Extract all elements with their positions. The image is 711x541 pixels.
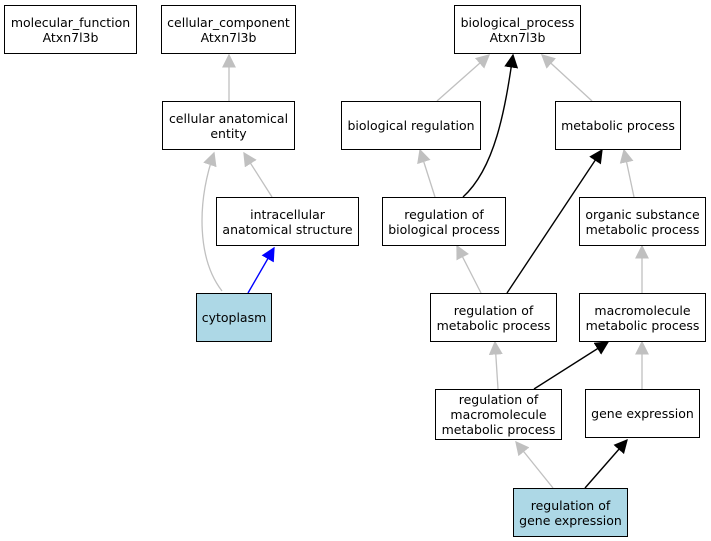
edge-rge-to-gene-expression xyxy=(584,438,628,489)
edge-metabolic-to-bp xyxy=(540,54,593,102)
edge-regmp-to-regbp xyxy=(456,244,482,294)
edge-organic-to-metabolic xyxy=(619,148,635,198)
node-label: metabolic process xyxy=(585,317,700,333)
node-metabolic-process[interactable]: metabolic process xyxy=(555,101,681,150)
edge-regmmp-to-regmp xyxy=(488,340,503,390)
node-label: metabolic process xyxy=(585,221,700,237)
node-label: gene expression xyxy=(519,512,622,528)
node-label: metabolic process xyxy=(436,317,551,333)
node-label: gene expression xyxy=(591,406,694,421)
edge-regmp-to-metabolic xyxy=(506,148,603,294)
node-molecular-function[interactable]: molecular_function Atxn7l3b xyxy=(4,5,137,54)
node-label: metabolic process xyxy=(441,422,556,437)
edge-regmmp-to-macromolecule xyxy=(533,341,610,390)
node-label: entity xyxy=(210,125,247,141)
node-cellular-component[interactable]: cellular_component Atxn7l3b xyxy=(161,5,296,54)
edge-cytoplasm-to-intracellular xyxy=(247,246,275,294)
node-intracellular-anatomical-structure[interactable]: intracellular anatomical structure xyxy=(216,197,359,246)
node-label: cellular_component xyxy=(167,14,290,30)
node-cellular-anatomical-entity[interactable]: cellular anatomical entity xyxy=(162,101,295,150)
edge-bioreg-to-bp xyxy=(436,54,491,102)
node-regulation-of-gene-expression[interactable]: regulation of gene expression xyxy=(513,488,628,537)
node-label: regulation of xyxy=(404,206,484,222)
node-label: biological process xyxy=(388,221,500,237)
node-label: regulation of xyxy=(530,497,611,513)
node-label: Atxn7l3b xyxy=(42,29,99,45)
node-label: macromolecule xyxy=(450,407,547,422)
edge-regbp-to-bp xyxy=(462,53,519,198)
node-regulation-of-metabolic-process[interactable]: regulation of metabolic process xyxy=(430,293,557,342)
node-label: regulation of xyxy=(453,302,534,318)
node-macromolecule-metabolic-process[interactable]: macromolecule metabolic process xyxy=(579,293,706,342)
node-label: biological regulation xyxy=(347,118,475,133)
node-label: macromolecule xyxy=(594,302,691,318)
node-label: Atxn7l3b xyxy=(200,29,257,45)
node-label: regulation of xyxy=(458,392,539,407)
node-gene-expression[interactable]: gene expression xyxy=(585,389,700,438)
node-cytoplasm[interactable]: cytoplasm xyxy=(196,293,272,342)
node-label: biological_process xyxy=(460,14,575,30)
node-label: metabolic process xyxy=(561,118,675,133)
node-label: intracellular xyxy=(250,206,325,222)
node-label: anatomical structure xyxy=(222,221,353,237)
node-regulation-of-macromolecule-metabolic-process[interactable]: regulation of macromolecule metabolic pr… xyxy=(435,389,562,440)
node-label: Atxn7l3b xyxy=(489,29,546,45)
edge-intracellular-to-cae xyxy=(243,151,273,198)
node-regulation-of-biological-process[interactable]: regulation of biological process xyxy=(382,197,506,246)
node-label: cytoplasm xyxy=(201,310,267,325)
node-organic-substance-metabolic-process[interactable]: organic substance metabolic process xyxy=(579,197,706,246)
node-label: organic substance xyxy=(585,206,700,222)
node-biological-regulation[interactable]: biological regulation xyxy=(341,101,481,150)
edge-cytoplasm-to-cae xyxy=(201,151,223,292)
edge-regbp-to-bioreg xyxy=(417,148,436,198)
node-label: cellular anatomical xyxy=(168,110,289,126)
node-label: molecular_function xyxy=(10,14,131,30)
edge-rge-to-regmmp xyxy=(515,440,554,489)
node-biological-process[interactable]: biological_process Atxn7l3b xyxy=(454,5,581,54)
